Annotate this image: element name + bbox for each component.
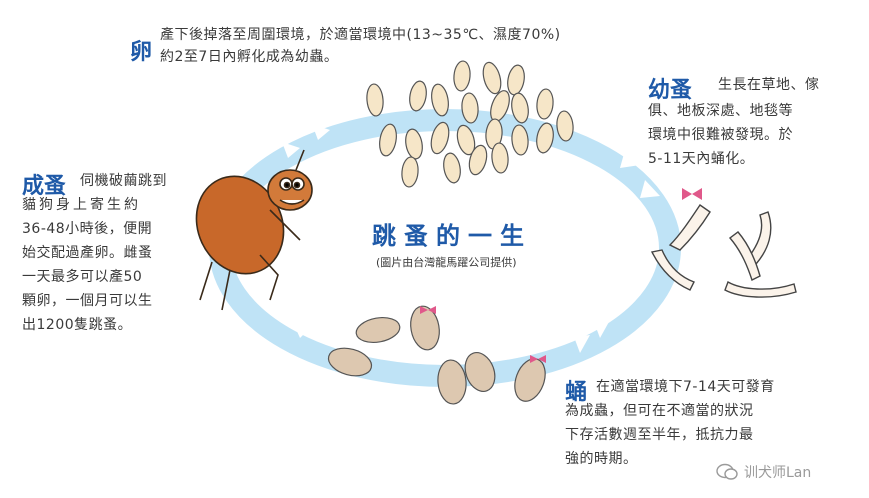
adult-line-5: 一天最多可以產50: [22, 269, 143, 285]
eggs-illustration: [366, 60, 574, 188]
larva-line-4: 5-11天內蛹化。: [648, 151, 755, 167]
cycle-arrows: [274, 124, 660, 353]
pupa-line-2: 為成蟲，但可在不適當的狀況: [565, 403, 754, 419]
larva-line-3: 環境中很難被發現。於: [648, 127, 793, 143]
egg-line-2: 約2至7日內孵化成為幼蟲。: [160, 49, 339, 65]
adult-title: 成蚤: [22, 174, 67, 199]
adult-line-6: 顆卵，一個月可以生: [22, 293, 153, 309]
pupa-title: 蛹: [565, 380, 588, 405]
egg-line-1: 產下後掉落至周圍環境，於適當環境中(13~35℃、濕度70%): [160, 27, 561, 43]
egg-title: 卵: [130, 40, 153, 65]
adult-line-3: 36-48小時後，便開: [22, 221, 153, 237]
diagram-title: 跳蚤的一生: [372, 222, 532, 250]
larva-line-2: 俱、地板深處、地毯等: [648, 103, 793, 119]
adult-flea-illustration: [195, 149, 313, 311]
adult-line-4: 始交配過產卵。雌蚤: [22, 245, 153, 261]
image-credit: (圖片由台灣龍馬躍公司提供): [376, 256, 517, 269]
pupa-bows: [420, 306, 546, 363]
pupa-line-3: 下存活數週至半年，抵抗力最: [565, 427, 754, 443]
larvae-illustration: [650, 204, 797, 298]
watermark-text: 训犬师Lan: [744, 465, 812, 481]
larva-title: 幼蚤: [648, 78, 693, 103]
adult-line-1: 伺機破繭跳到: [80, 173, 167, 189]
larvae-bows: [682, 188, 702, 200]
adult-line-2: 貓狗身上寄生約: [22, 197, 141, 213]
wechat-icon: [716, 463, 738, 480]
larva-line-1: 生長在草地、傢: [718, 77, 820, 93]
watermark: 训犬师Lan: [716, 462, 811, 482]
pupae-illustration: [327, 305, 546, 405]
adult-line-7: 出1200隻跳蚤。: [22, 317, 133, 333]
pupa-line-1: 在適當環境下7-14天可發育: [596, 379, 775, 395]
pupa-line-4: 強的時期。: [565, 451, 638, 467]
